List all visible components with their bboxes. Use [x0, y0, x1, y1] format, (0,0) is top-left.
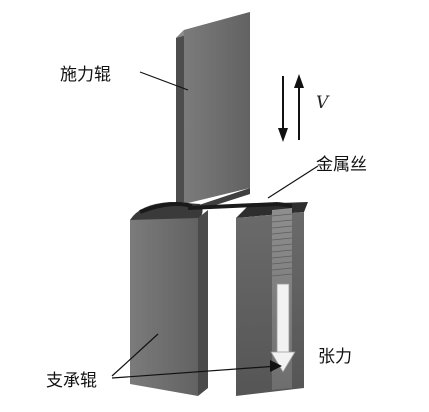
- wire-left-segment: [139, 202, 193, 214]
- velocity-arrow-up-head: [294, 74, 304, 88]
- leader-support-roller: [111, 333, 159, 377]
- tension-arrow-head: [270, 351, 296, 373]
- velocity-arrow-down-head: [278, 128, 288, 142]
- wire-right-segment: [277, 202, 293, 208]
- tension-arrow-shaft: [276, 283, 290, 357]
- tension-arrow: [270, 283, 296, 373]
- leader-tension: [111, 365, 279, 379]
- tension-label: 张力: [318, 347, 352, 367]
- force-roller: [176, 12, 250, 215]
- support-roller-side-face: [198, 210, 208, 396]
- force-roller-front-face: [184, 12, 250, 204]
- force-roller-label: 施力辊: [60, 65, 111, 85]
- texture-hatching: [271, 213, 293, 277]
- leader-wire: [267, 165, 319, 199]
- wire-bridge-segment: [187, 202, 279, 210]
- support-roller: [130, 202, 208, 396]
- leader-tension-arrowhead: [270, 360, 282, 372]
- metal-wire: [139, 202, 293, 214]
- support-roller-label: 支承辊: [46, 371, 97, 391]
- velocity-label: V: [316, 93, 330, 113]
- leader-lines: [111, 71, 319, 379]
- wire-label: 金属丝: [316, 155, 367, 175]
- velocity-arrows: [278, 74, 304, 142]
- support-roller-front-face: [130, 218, 198, 396]
- leader-force-roller: [139, 71, 189, 91]
- force-roller-side-face: [176, 30, 184, 210]
